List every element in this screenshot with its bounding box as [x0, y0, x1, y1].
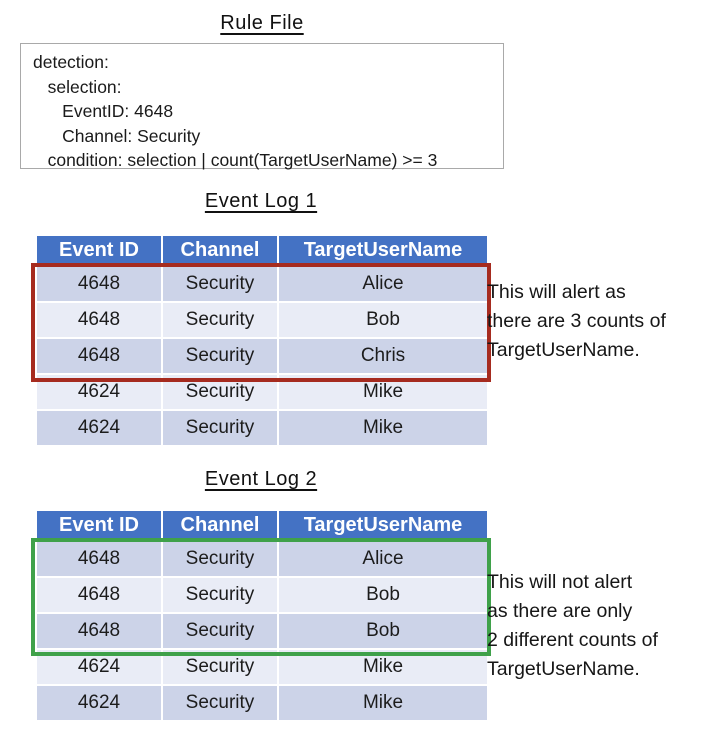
- table-cell: 4648: [35, 540, 163, 578]
- table-cell: 4648: [35, 301, 163, 339]
- table-cell: Security: [161, 409, 279, 447]
- event-log-2-title: Event Log 2: [204, 468, 318, 490]
- column-header: TargetUserName: [277, 509, 489, 542]
- rule-code-line: Channel: Security: [33, 125, 201, 146]
- table-cell: 4648: [35, 612, 163, 650]
- rule-code-line: selection:: [33, 76, 122, 97]
- table-cell: Security: [161, 373, 279, 411]
- table-cell: Security: [161, 540, 279, 578]
- event-log-1-title: Event Log 1: [204, 190, 318, 212]
- rule-code-line: EventID: 4648: [33, 101, 174, 121]
- table-cell: Security: [161, 612, 279, 650]
- table-cell: Security: [161, 648, 279, 686]
- table-cell: Mike: [277, 373, 489, 411]
- table-cell: Security: [161, 337, 279, 375]
- rule-file-title: Rule File: [220, 12, 304, 34]
- no-alert-annotation: This will not alert as there are only 2 …: [487, 571, 658, 680]
- column-header: TargetUserName: [277, 234, 489, 267]
- table-cell: Security: [161, 265, 279, 303]
- table-cell: Security: [161, 576, 279, 614]
- table-cell: 4624: [35, 648, 163, 686]
- table-cell: Bob: [277, 576, 489, 614]
- table-cell: Chris: [277, 337, 489, 375]
- table-cell: Mike: [277, 648, 489, 686]
- table-cell: 4624: [35, 409, 163, 447]
- column-header: Channel: [161, 234, 279, 267]
- table-cell: 4648: [35, 265, 163, 303]
- table-cell: Mike: [277, 684, 489, 722]
- table-cell: Bob: [277, 301, 489, 339]
- column-header: Channel: [161, 509, 279, 542]
- rule-code-line: condition: selection | count(TargetUserN…: [33, 150, 438, 170]
- column-header: Event ID: [35, 234, 163, 267]
- table-cell: Alice: [277, 540, 489, 578]
- table-cell: 4648: [35, 337, 163, 375]
- table-cell: 4624: [35, 684, 163, 722]
- table-cell: Bob: [277, 612, 489, 650]
- rule-file-code-box: detection: selection: EventID: 4648 Chan…: [20, 43, 504, 170]
- table-cell: 4648: [35, 576, 163, 614]
- table-cell: Security: [161, 684, 279, 722]
- alert-annotation: This will alert as there are 3 counts of…: [487, 281, 666, 361]
- table-cell: 4624: [35, 373, 163, 411]
- table-cell: Mike: [277, 409, 489, 447]
- rule-code-line: detection:: [33, 52, 109, 72]
- table-cell: Security: [161, 301, 279, 339]
- column-header: Event ID: [35, 509, 163, 542]
- table-cell: Alice: [277, 265, 489, 303]
